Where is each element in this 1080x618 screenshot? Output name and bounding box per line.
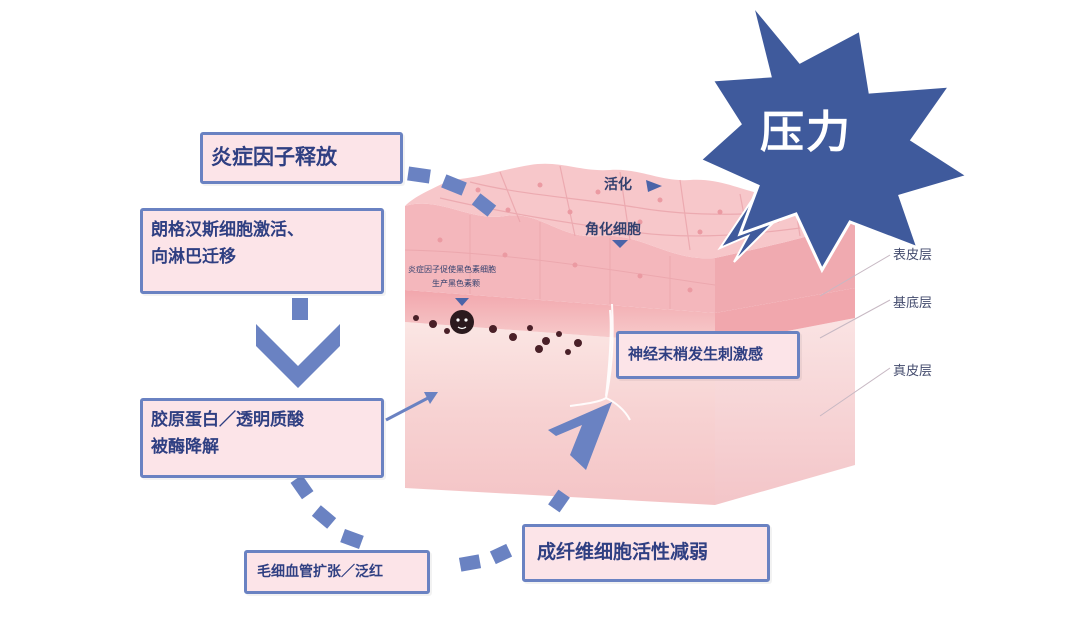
activate-pointer bbox=[646, 180, 662, 192]
langerhans-activation-box: 朗格汉斯细胞激活、 向淋巴迁移 bbox=[140, 208, 384, 294]
nerve-stimulation-text: 神经末梢发生刺激感 bbox=[628, 345, 764, 363]
capillary-dilation-box: 毛细血管扩张／泛红 bbox=[244, 550, 430, 594]
stress-burst bbox=[697, 3, 972, 274]
fibroblast-weakened-text: 成纤维细胞活性减弱 bbox=[537, 541, 709, 563]
stress-title: 压力 bbox=[760, 107, 852, 158]
inflammation-release-box: 炎症因子释放 bbox=[200, 132, 403, 184]
capillary-dilation-text: 毛细血管扩张／泛红 bbox=[257, 564, 383, 580]
basal-side bbox=[715, 288, 855, 345]
chevron-down-icon bbox=[256, 324, 340, 388]
melanocyte bbox=[450, 310, 474, 334]
nerve-stimulation-box: 神经末梢发生刺激感 bbox=[616, 331, 800, 379]
epidermis-callout-line bbox=[819, 254, 891, 297]
chevron-up-right-icon bbox=[548, 402, 612, 470]
basal-layer-label: 基底层 bbox=[893, 296, 933, 311]
langerhans-line-1: 朗格汉斯细胞激活、 bbox=[151, 220, 304, 240]
basal-callout-line bbox=[819, 299, 891, 339]
inflammation-release-text: 炎症因子释放 bbox=[211, 145, 337, 169]
melanin-granules bbox=[413, 315, 582, 355]
melanin-label-line-1: 炎症因子促使黑色素细胞 bbox=[408, 265, 496, 274]
melanin-label-line-2: 生产黑色素颗 bbox=[432, 279, 480, 288]
epidermis-layer-label: 表皮层 bbox=[893, 248, 933, 263]
melanocyte-pointer bbox=[455, 298, 469, 306]
fibroblast-weakened-box: 成纤维细胞活性减弱 bbox=[522, 524, 770, 582]
activate-label: 活化 bbox=[604, 177, 632, 193]
epidermis-front bbox=[405, 203, 715, 313]
collagen-line-1: 胶原蛋白／透明质酸 bbox=[151, 410, 304, 430]
langerhans-line-2: 向淋巴迁移 bbox=[151, 247, 236, 268]
collagen-arrow bbox=[385, 392, 438, 422]
collagen-degradation-box: 胶原蛋白／透明质酸 被酶降解 bbox=[140, 398, 384, 478]
dermis-callout-line bbox=[819, 367, 891, 417]
keratinocyte-label: 角化细胞 bbox=[585, 222, 641, 238]
nerve-fiber bbox=[569, 303, 631, 421]
collagen-line-2: 被酶降解 bbox=[151, 437, 219, 458]
cycle-arrows bbox=[256, 166, 612, 572]
keratinocyte-pointer bbox=[612, 240, 628, 248]
dermis-layer-label: 真皮层 bbox=[893, 364, 933, 379]
